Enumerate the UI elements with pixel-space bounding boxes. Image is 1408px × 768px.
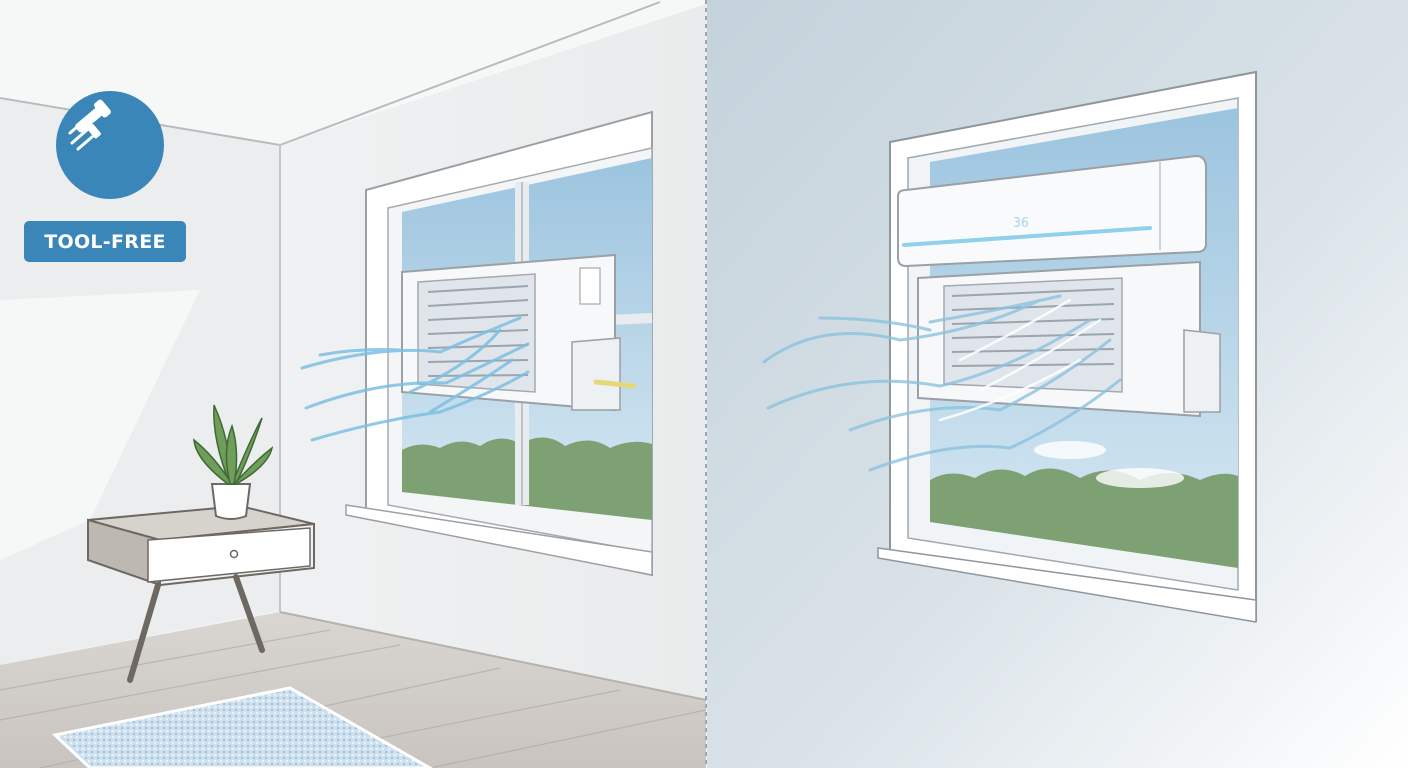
tool-free-badge: TOOL-FREE bbox=[24, 221, 186, 262]
right-airflow bbox=[762, 294, 1122, 472]
rug bbox=[51, 686, 434, 768]
fan-airflow-icon bbox=[68, 99, 111, 151]
potted-plant bbox=[193, 404, 274, 520]
right-scene bbox=[707, 0, 1408, 768]
side-table bbox=[87, 504, 315, 683]
right-indoor-split-unit bbox=[897, 154, 1207, 268]
left-ac-unit bbox=[401, 253, 637, 412]
tool-free-badge-circle bbox=[56, 91, 164, 199]
left-room bbox=[0, 0, 707, 768]
ceiling bbox=[0, 0, 706, 145]
unit-display-readout: 36 bbox=[1013, 215, 1029, 231]
left-airflow bbox=[300, 316, 530, 442]
